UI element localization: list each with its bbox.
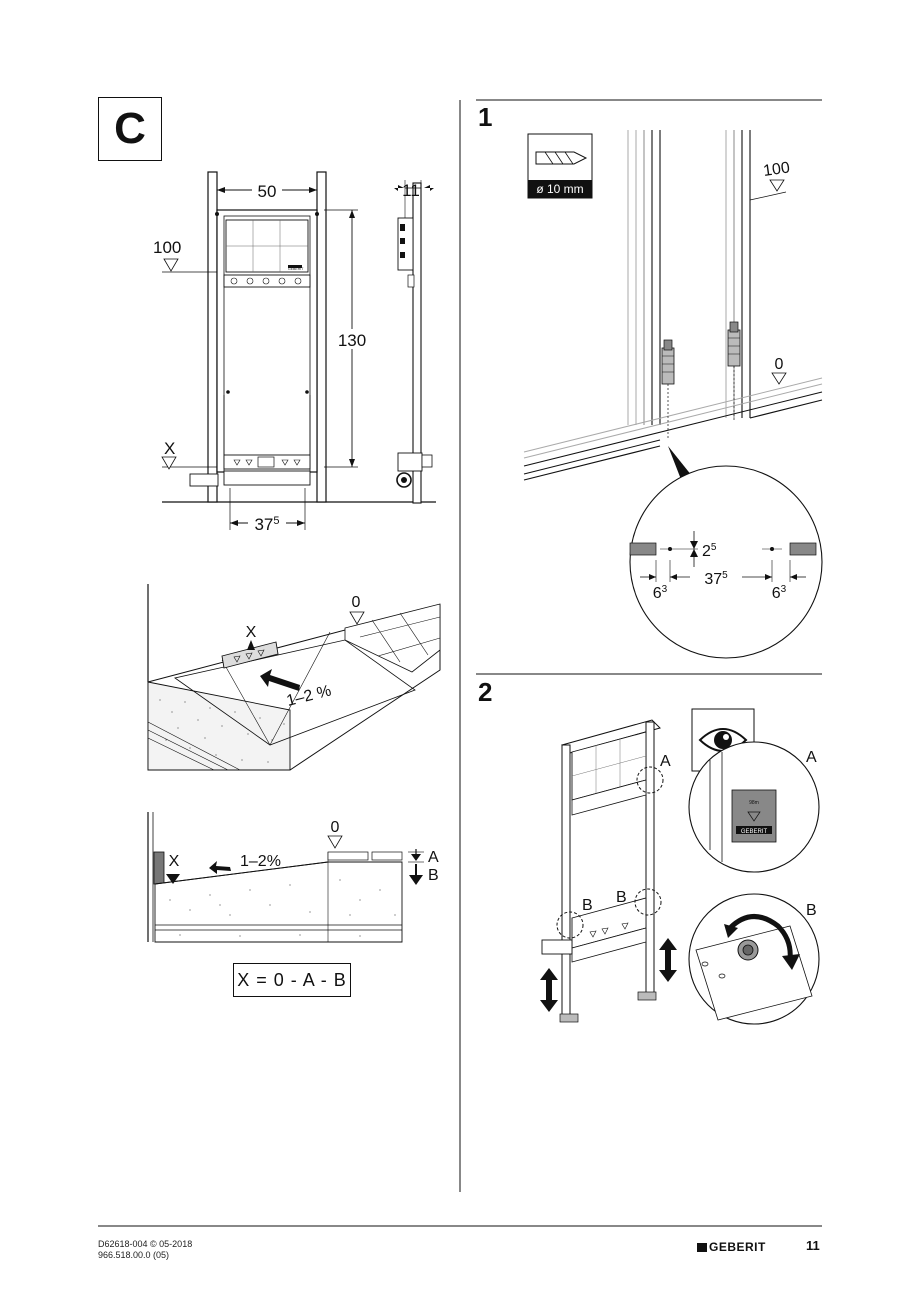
step1-ref-100: 100	[762, 159, 791, 180]
step2-label-a: A	[660, 753, 671, 770]
drill-size-label: ø 10 mm	[536, 182, 583, 196]
dim-center-main: 37	[704, 571, 722, 588]
page-number: 11	[806, 1238, 820, 1253]
dim-vertical-main: 2	[702, 543, 711, 560]
dim-center-sup: 5	[722, 570, 728, 581]
section-zero-label: 0	[331, 819, 340, 836]
persp-x-label: X	[246, 624, 257, 641]
step-2-number: 2	[478, 677, 493, 707]
dim-vertical-sup: 5	[711, 542, 717, 553]
geberit-logo: GEBERIT	[697, 1240, 766, 1254]
section-letter-box: C	[98, 97, 162, 161]
dim-right-label: 63	[772, 584, 787, 602]
height-adjust-arrow-left	[540, 968, 558, 1012]
logo-square-icon	[697, 1242, 707, 1252]
height-dim-label: 130	[338, 331, 366, 350]
section-speckle	[169, 879, 396, 937]
slab-speckle	[159, 699, 285, 763]
dim-left-label: 63	[653, 584, 668, 602]
detail-plate-mark: 98m	[749, 800, 759, 806]
dim-left-main: 6	[653, 585, 662, 602]
wall-anchor-left	[661, 339, 675, 438]
bottom-dim-label: 375	[254, 515, 279, 534]
section-b-label: B	[428, 867, 439, 884]
width-dim-label: 50	[258, 182, 277, 201]
detail-plate-logo: GEBERIT	[741, 829, 768, 835]
dim-left-sup: 3	[662, 584, 668, 595]
wall-anchor-right	[727, 321, 741, 422]
dim-right-main: 6	[772, 585, 781, 602]
drill-bit-icon	[535, 151, 588, 165]
bottom-dim-sup: 5	[273, 515, 279, 527]
dim-right-sup: 3	[781, 584, 787, 595]
step2-label-b-left: B	[582, 897, 593, 914]
dim-center-label: 375	[704, 570, 728, 588]
persp-zero-label: 0	[352, 594, 361, 611]
footer-article-code: 966.518.00.0 (05)	[98, 1250, 170, 1260]
step1-ref-zero: 0	[775, 356, 784, 373]
footer-doc-code: D62618-004 © 05-2018	[98, 1239, 193, 1249]
bottom-dim-main: 37	[254, 515, 273, 534]
height-adjust-arrow-right	[659, 938, 677, 982]
logo-text: GEBERIT	[709, 1240, 766, 1254]
ref-x-label: X	[164, 439, 175, 458]
step2-label-b-right: B	[616, 889, 627, 906]
formula-text: X = 0 - A - B	[237, 969, 347, 990]
section-slope-label: 1–2%	[240, 853, 281, 870]
dim-vertical-label: 25	[702, 542, 717, 560]
formula-box: X = 0 - A - B	[233, 963, 351, 997]
ref-100-label: 100	[153, 238, 181, 257]
footer-doc-info: D62618-004 © 05-2018 966.518.00.0 (05)	[98, 1239, 192, 1261]
frame-plate-logo: GEBERIT	[288, 267, 304, 271]
depth-dim-label: 11	[402, 181, 420, 200]
section-x-label: X	[169, 853, 180, 870]
section-a-label: A	[428, 849, 439, 866]
rotation-arrow-icon	[724, 914, 800, 970]
section-letter: C	[114, 104, 146, 153]
detail-a-label: A	[806, 749, 817, 766]
step-1-number: 1	[478, 102, 493, 132]
detail-b-label: B	[806, 902, 817, 919]
